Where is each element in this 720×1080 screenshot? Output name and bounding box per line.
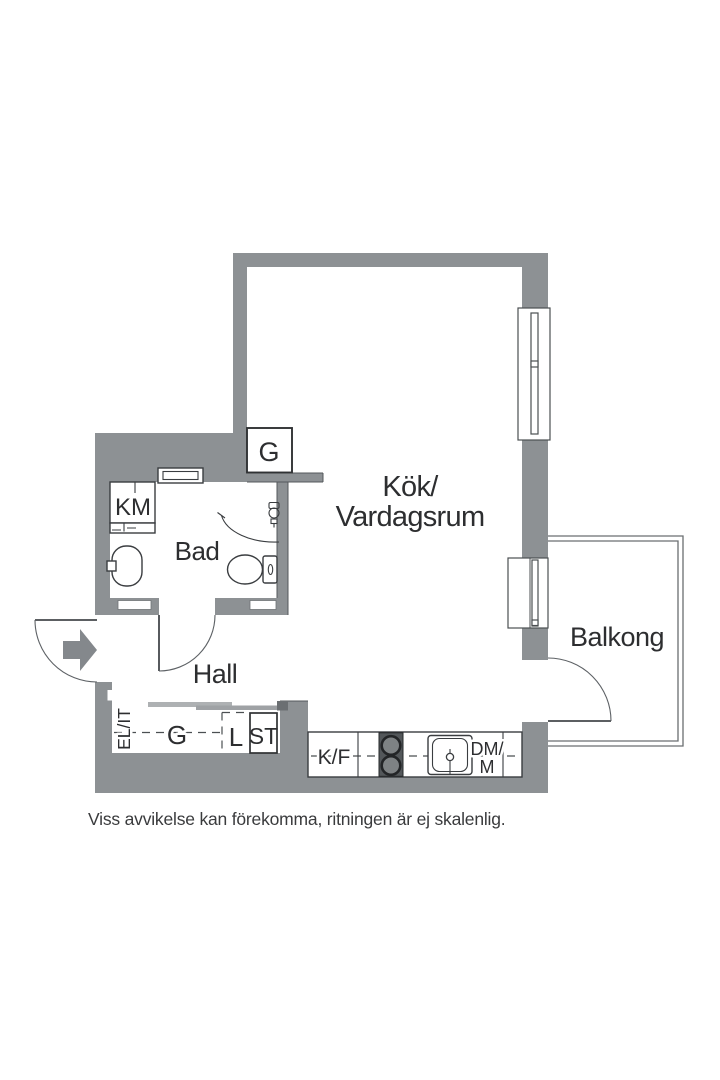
hall-wardrobes [114, 701, 288, 754]
label-hall: Hall [193, 659, 238, 689]
window-glass [531, 559, 539, 627]
wall-bath-right [277, 482, 288, 612]
bathroom-fixtures [106, 467, 280, 587]
shower-screen-curve [220, 515, 280, 543]
wall-niche [157, 467, 204, 484]
kitchen-counter [307, 731, 523, 778]
shower-screen [217, 512, 280, 543]
fixture-labels: G KM EL/IT G L ST K/F DM/ M [112, 437, 507, 780]
label-washing-machine: KM [115, 494, 151, 521]
door-frame-recess-right [249, 600, 277, 610]
door-frame-recess-left [117, 600, 152, 610]
balcony-outline [548, 535, 684, 747]
label-main-room-line1: Kök/ [382, 471, 439, 503]
stove-burner-top [380, 734, 402, 757]
entrance-arrow-icon [63, 629, 97, 671]
wall-bottom-kitchen [288, 777, 548, 793]
wall-left-upper [233, 253, 247, 433]
balcony-railing-outer [548, 535, 684, 747]
shower-screen-end [217, 512, 226, 519]
wall-bottom-hall [95, 753, 308, 793]
label-top-closet: G [258, 437, 279, 467]
washing-machine [109, 481, 156, 534]
label-main-room-line2: Vardagsrum [336, 501, 485, 533]
window-small [507, 557, 549, 629]
balcony-door-swing [547, 657, 612, 722]
wall-top [233, 253, 548, 267]
wall-right-mid [522, 440, 548, 558]
bathroom-sink [106, 545, 143, 587]
washing-machine-marks [112, 523, 136, 532]
mixer-base [270, 518, 278, 525]
toilet-tank [262, 555, 278, 584]
wall-stub-edge [247, 472, 324, 483]
wardrobe-rail-endcap [277, 701, 288, 711]
wall-right-bottom [522, 722, 548, 793]
toilet [226, 554, 278, 585]
label-dishwasher-line1: DM/ [471, 739, 504, 759]
label-el-it: EL/IT [114, 708, 134, 750]
sink-tap [106, 560, 117, 572]
mixer-valve [268, 507, 280, 519]
stove-burner-bottom [380, 754, 402, 777]
entrance-door [34, 619, 98, 683]
wall-right-top [522, 253, 548, 308]
wall-notch [107, 690, 114, 701]
label-wardrobe-st: ST [249, 723, 278, 749]
cleaning-closet-box [249, 712, 278, 754]
label-balcony: Balkong [570, 622, 664, 652]
niche-outer [157, 467, 204, 484]
label-wardrobe-g: G [167, 720, 187, 750]
bathroom-door [158, 614, 216, 672]
bathroom-door-swing [158, 614, 216, 672]
window-mullion [530, 360, 539, 368]
label-wardrobe-l: L [229, 722, 243, 752]
wall-right-above-balcony-door [522, 628, 548, 660]
balcony-railing-inner [548, 540, 679, 742]
toilet-bowl [226, 554, 264, 585]
wall-stub-under-closet [233, 473, 323, 482]
kitchen-faucet [445, 752, 455, 762]
niche-inner [162, 470, 199, 481]
closet-box [246, 427, 293, 474]
label-fridge-freezer: K/F [318, 746, 351, 769]
label-dishwasher-line2: M [480, 757, 495, 777]
kitchen-sink [427, 734, 473, 776]
wardrobe-rail-1 [148, 702, 232, 707]
entrance-door-swing [34, 619, 98, 683]
window-glass [530, 312, 539, 435]
wardrobe-rail-2 [196, 705, 278, 710]
wall-bath-left [95, 480, 110, 598]
stove [378, 732, 404, 777]
disclaimer-text: Viss avvikelse kan förekomma, ritningen … [88, 809, 505, 829]
window-large [517, 307, 551, 441]
toilet-button [267, 563, 274, 576]
window-frame [507, 557, 549, 629]
counter-outline [307, 731, 523, 778]
shower-mixer-icon [268, 501, 280, 528]
label-bathroom: Bad [175, 536, 220, 566]
washing-machine-body [109, 481, 156, 524]
room-labels: Kök/ Vardagsrum Bad Hall Balkong [175, 471, 665, 689]
window-mullion [531, 619, 539, 627]
balcony-door [547, 657, 612, 722]
